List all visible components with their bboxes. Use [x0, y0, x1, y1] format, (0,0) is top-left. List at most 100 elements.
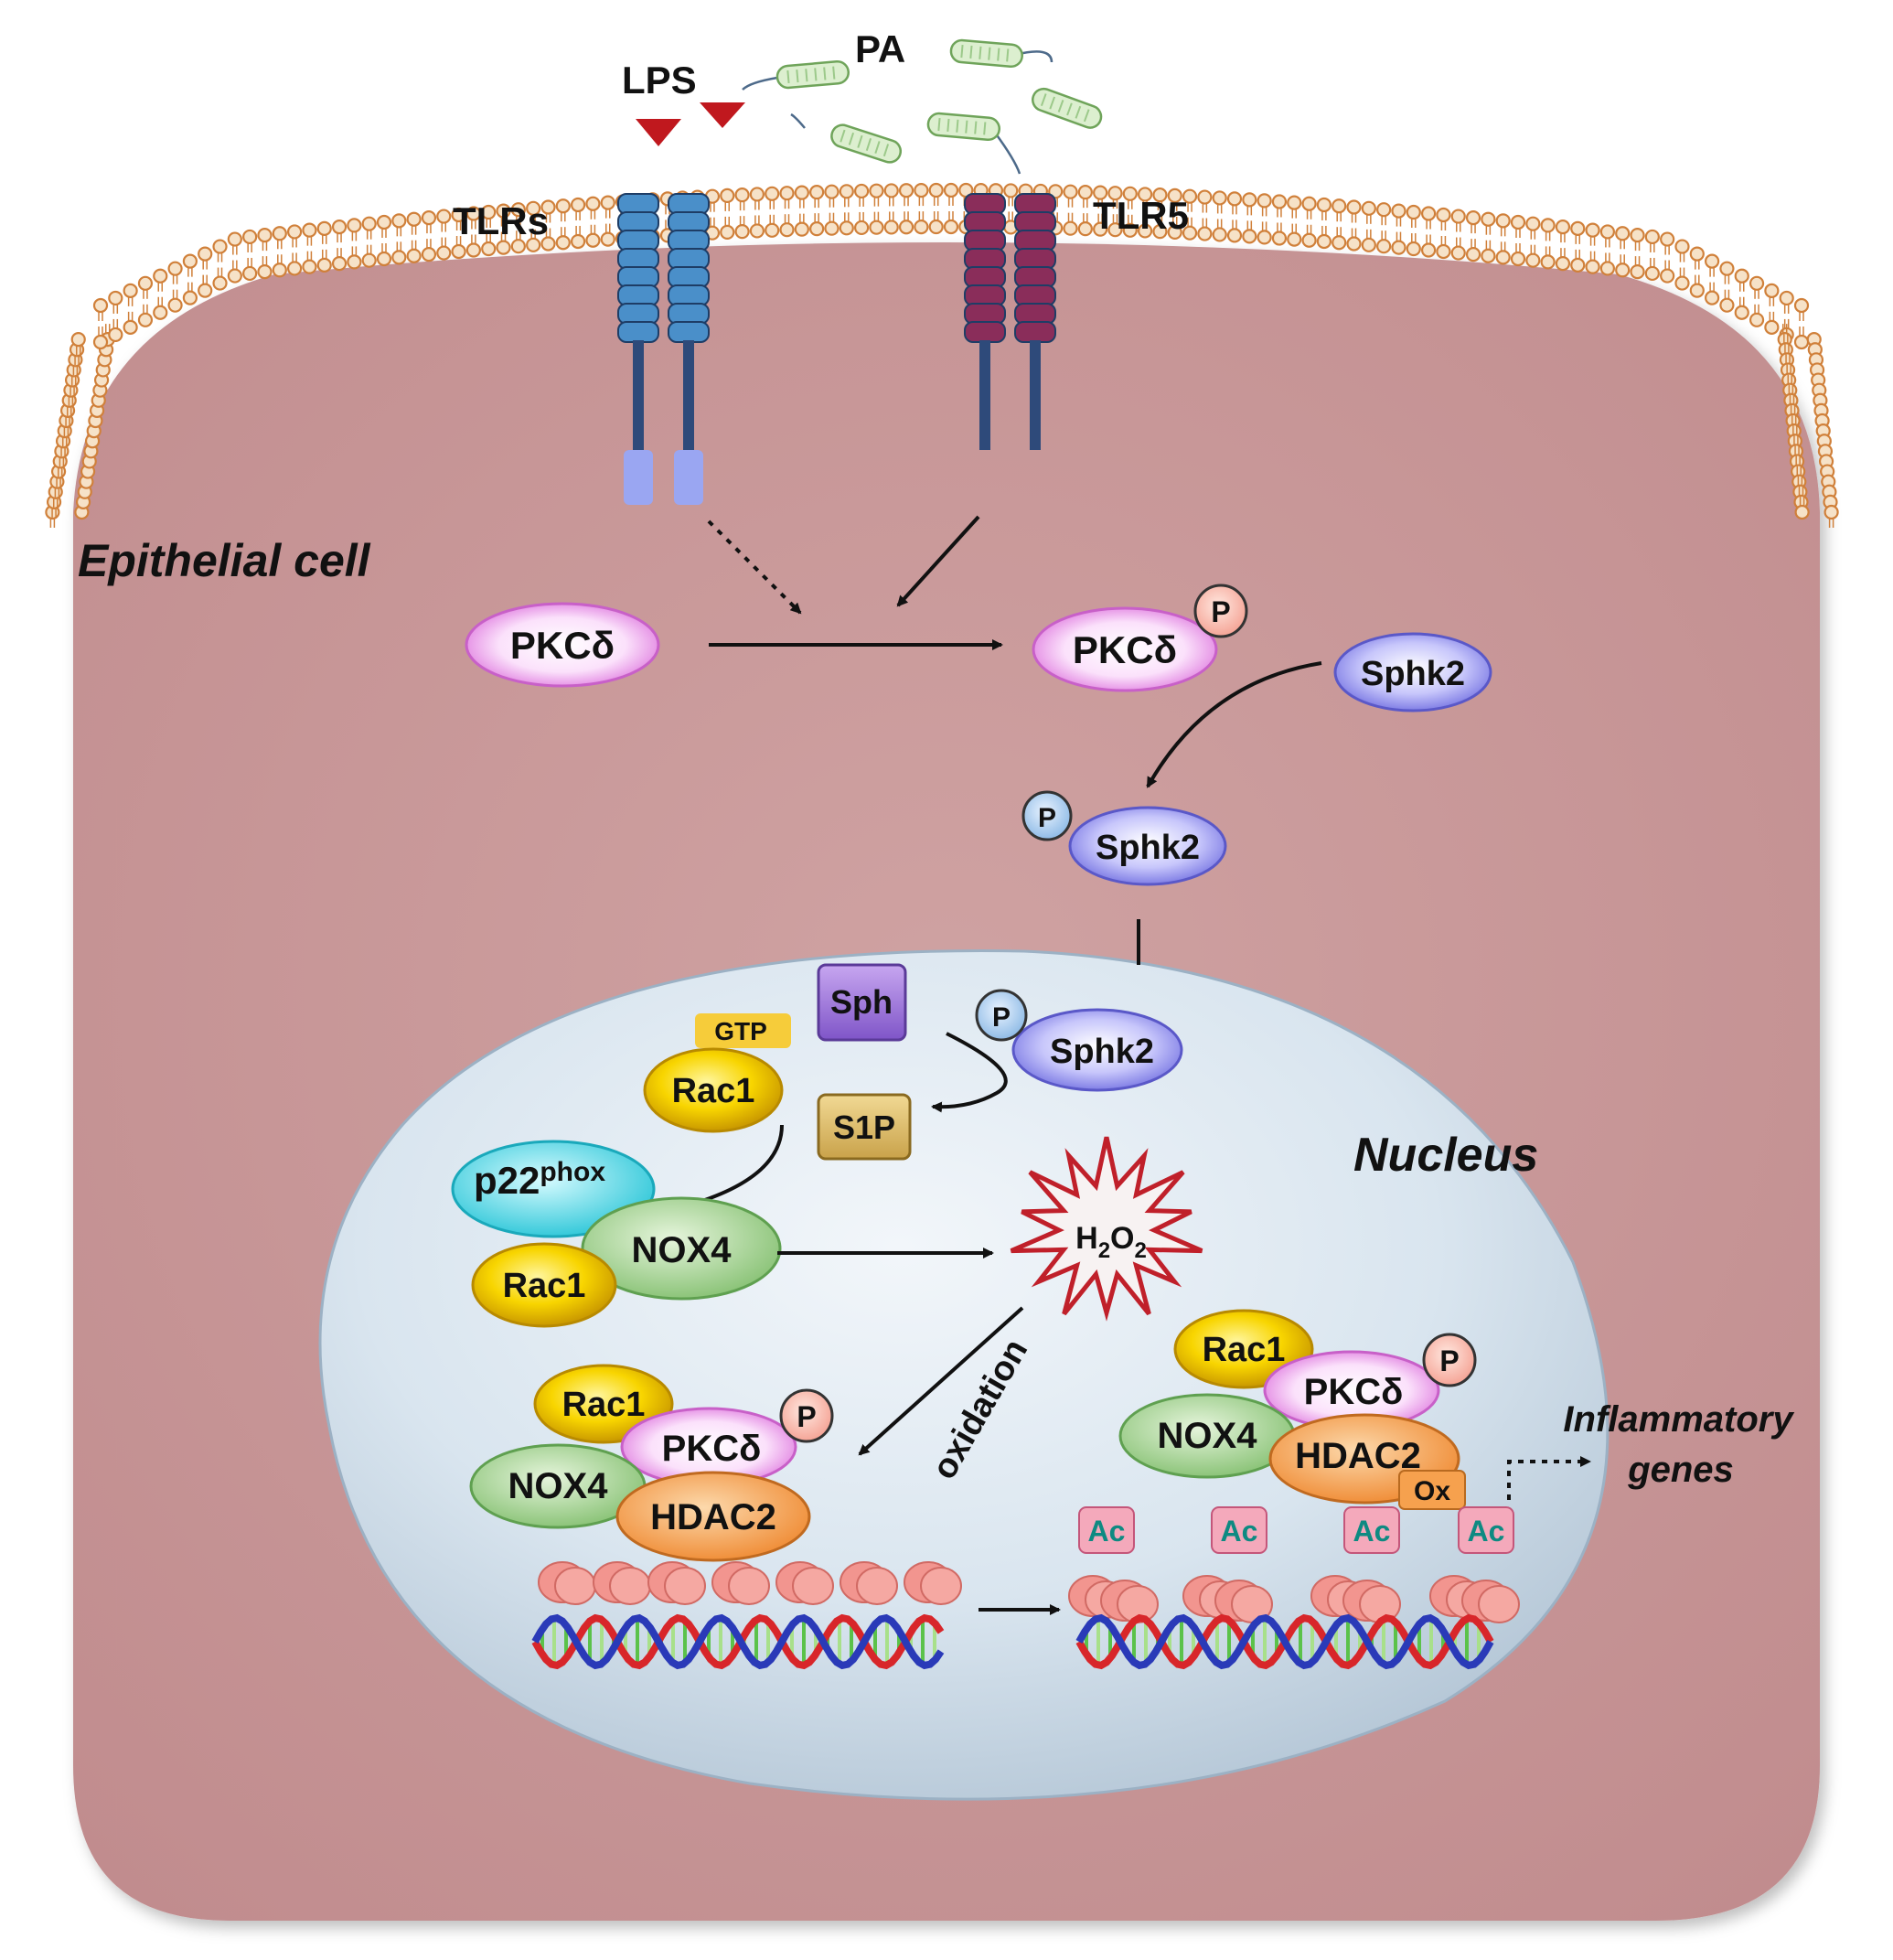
receptor-segment — [1014, 266, 1056, 288]
ac-box — [1458, 1506, 1514, 1554]
membrane-head — [1406, 241, 1421, 257]
membrane-head — [1823, 504, 1839, 520]
membrane-head — [943, 182, 959, 198]
bacterium-stripe — [960, 44, 964, 59]
right-rac1-text: Rac1 — [1203, 1331, 1286, 1369]
right-pkcd-text: PKCδ — [1304, 1372, 1404, 1412]
membrane-head — [70, 332, 86, 348]
sphk2-text: Sphk2 — [1361, 655, 1465, 693]
membrane-head — [928, 219, 944, 235]
membrane-head — [302, 222, 317, 238]
tlrs-label: TLRs — [453, 199, 549, 242]
membrane-head — [198, 246, 213, 262]
membrane-head — [720, 224, 735, 240]
membrane-head — [406, 211, 422, 227]
receptor-segment — [668, 211, 710, 233]
membrane-head — [1719, 261, 1735, 276]
membrane-head — [376, 214, 392, 230]
membrane-head — [571, 197, 586, 213]
membrane-head — [182, 290, 198, 305]
membrane-head — [1421, 206, 1437, 221]
left-hdac2-text: HDAC2 — [650, 1497, 776, 1537]
membrane-head — [1167, 224, 1182, 240]
gtp-text: GTP — [714, 1017, 767, 1045]
oxidation-arrow — [858, 1306, 1024, 1456]
h2o2-o: O — [1110, 1221, 1134, 1256]
membrane-head — [1689, 246, 1705, 262]
tlr5-label: TLR5 — [1093, 194, 1189, 237]
nucleus-label: Nucleus — [1353, 1129, 1538, 1182]
membrane-head — [331, 220, 348, 235]
left-pkcd-p-text: P — [797, 1400, 816, 1433]
membrane-head — [451, 207, 466, 223]
membrane-head — [1003, 183, 1019, 198]
bacterium-stripe — [848, 132, 855, 145]
nuc-sphk2-text: Sphk2 — [1050, 1033, 1154, 1071]
receptor-segment — [668, 230, 710, 252]
membrane-head — [137, 275, 154, 291]
membrane-head — [1719, 297, 1735, 313]
membrane-head — [92, 297, 109, 314]
membrane-head — [526, 237, 541, 252]
membrane-head — [1749, 312, 1765, 327]
receptor-segment — [964, 266, 1006, 288]
membrane-head — [1242, 229, 1257, 244]
membrane-head — [212, 239, 228, 254]
membrane-head — [1271, 230, 1288, 246]
membrane-head — [734, 187, 750, 203]
bacterium — [926, 112, 1000, 142]
membrane-head — [540, 236, 556, 252]
right-pkcd-p-text: P — [1439, 1344, 1459, 1377]
membrane-head — [1779, 290, 1794, 306]
p22-main: p22 — [474, 1159, 540, 1202]
ac-text: Ac — [1221, 1515, 1258, 1548]
membrane-head — [331, 256, 348, 272]
p22-sup: phox — [540, 1157, 605, 1187]
sphk2-phospho-oval — [1068, 806, 1227, 886]
right-pkcd-p — [1422, 1333, 1477, 1387]
tlrs-dotted-arrow — [707, 519, 802, 615]
bacterium-stripe — [882, 144, 890, 157]
membrane-head — [198, 283, 213, 298]
membrane-head — [765, 186, 780, 201]
membrane-head — [1734, 305, 1749, 320]
membrane-head — [1436, 207, 1451, 223]
receptor-segment — [617, 230, 659, 252]
membrane-head — [1615, 262, 1631, 278]
membrane-head — [1406, 204, 1421, 220]
ox-tag — [1398, 1470, 1466, 1510]
membrane-head — [540, 199, 556, 215]
dna-strand-blue — [1075, 1613, 1494, 1670]
s1p-text: S1P — [833, 1109, 895, 1146]
membrane-head — [734, 224, 750, 240]
membrane-head — [421, 247, 437, 262]
ac-box — [1078, 1506, 1135, 1554]
membrane-head — [1257, 193, 1272, 209]
membrane-head — [1138, 223, 1153, 239]
membrane-head — [600, 231, 615, 247]
membrane-head — [1257, 230, 1272, 245]
bacterium-stripe — [1066, 102, 1073, 116]
receptor-segment — [964, 303, 1006, 325]
membrane-head — [1495, 250, 1511, 265]
membrane-head — [1599, 224, 1615, 240]
ac-box — [1211, 1506, 1267, 1554]
bacterium-stripe — [1006, 48, 1010, 62]
pkcd-phospho-text: PKCδ — [1073, 628, 1177, 671]
membrane-head — [1674, 239, 1690, 254]
membrane-head — [1152, 187, 1168, 203]
membrane-head — [883, 220, 899, 235]
nox4-text: NOX4 — [632, 1230, 733, 1270]
receptor-segment — [668, 266, 710, 288]
membrane-head — [1346, 199, 1362, 215]
receptors — [617, 193, 1056, 505]
nucleosome — [920, 1567, 962, 1605]
membrane-head — [465, 206, 481, 221]
membrane-head — [212, 275, 228, 291]
rac1-gtp-text: Rac1 — [672, 1072, 755, 1110]
membrane-head — [1316, 197, 1332, 213]
membrane-head — [794, 185, 809, 200]
membrane-head — [108, 290, 123, 306]
membrane-head — [526, 200, 541, 216]
